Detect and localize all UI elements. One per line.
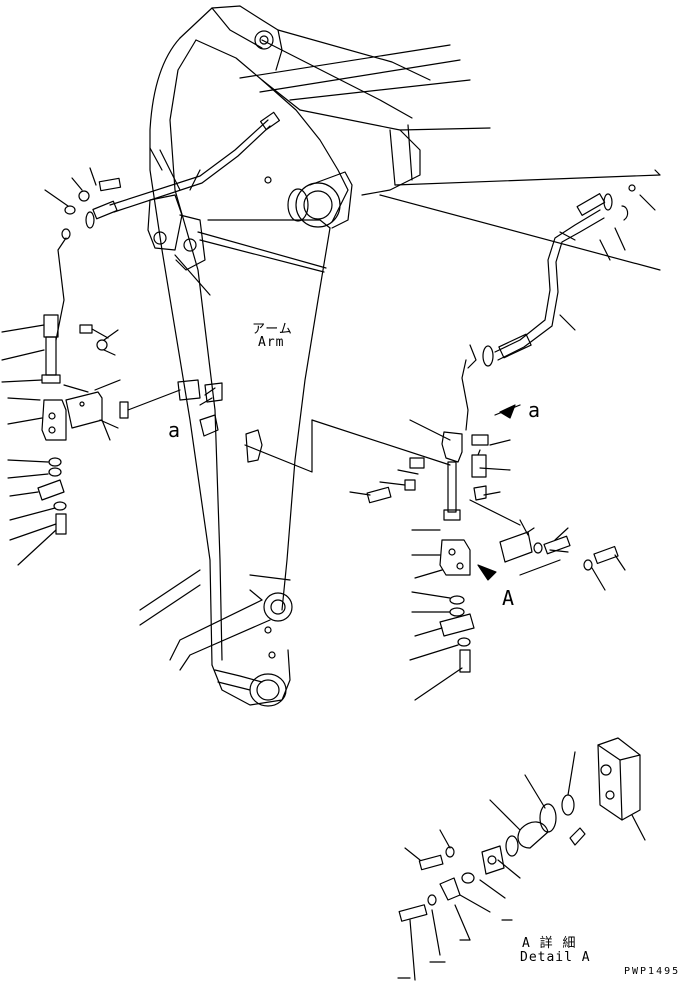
arm-body [139, 5, 661, 707]
detail-a [397, 737, 646, 981]
detail-label-jp: A 詳 細 [522, 936, 577, 951]
ref-a-left: a [168, 418, 182, 442]
view-a-label: A [502, 586, 516, 610]
hose-top [85, 111, 281, 229]
ref-a-right: a [528, 398, 542, 422]
right-center-parts [204, 169, 661, 701]
mid-brackets [177, 379, 223, 437]
arm-label-en: Arm [258, 335, 285, 350]
arm-label-jp: アーム [252, 322, 293, 337]
detail-label-en: Detail A [520, 950, 591, 965]
hose-right [482, 184, 636, 367]
left-parts [1, 147, 201, 566]
drawing-code: PWP1495 [624, 966, 681, 977]
